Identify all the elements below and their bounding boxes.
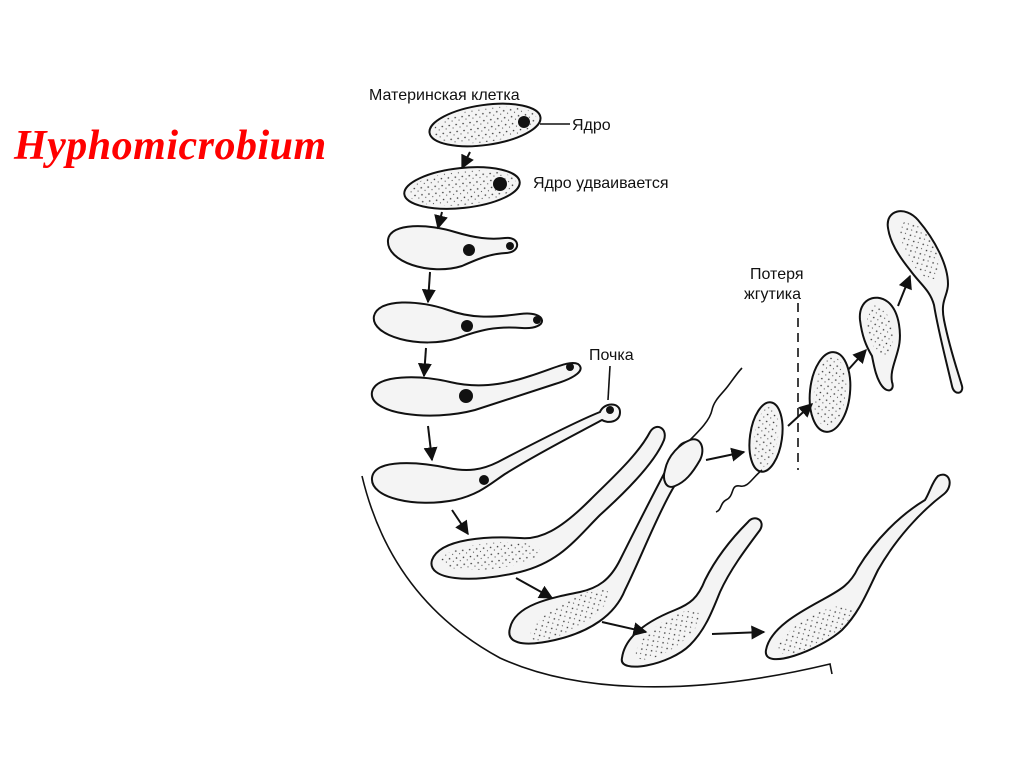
label-mother-cell: Материнская клетка: [369, 87, 520, 104]
arrow-11: [787, 403, 814, 427]
arrow-9: [711, 625, 766, 640]
label-nucleus-doubles: Ядро удваивается: [533, 175, 669, 192]
arrow-6: [451, 509, 469, 536]
cell-nucleus-doubling: [403, 166, 521, 210]
arrow-10: [705, 447, 746, 462]
label-flagellum-loss-2: жгутика: [744, 286, 801, 303]
cycle-arc: [361, 475, 833, 688]
cell-flagellum-lost: [808, 351, 852, 433]
arrow-1: [461, 151, 474, 170]
arrow-5: [423, 425, 438, 462]
cell-stage-7: [430, 425, 666, 580]
cell-mature-bud: [370, 403, 622, 504]
cell-stage-9: [620, 517, 763, 668]
cell-stage-10: [764, 473, 951, 661]
bud-leader-line: [607, 365, 611, 401]
arrow-7: [515, 577, 554, 599]
cell-hypha-start: [386, 225, 519, 271]
cell-bud-forming: [370, 362, 582, 417]
label-bud: Почка: [589, 347, 634, 364]
swarmer-cell-released: [663, 367, 743, 488]
arrow-3: [421, 271, 436, 304]
arrow-12: [847, 348, 867, 371]
mother-cell: [428, 102, 542, 148]
cell-new-hyphomicrobium: [886, 210, 964, 394]
label-flagellum-loss-1: Потеря: [750, 266, 803, 283]
arrow-2: [434, 211, 448, 230]
swarmer-cell-flagellated: [715, 401, 784, 513]
page-title: Hyphomicrobium: [14, 123, 327, 169]
cell-new-hypha-forming: [858, 296, 901, 392]
label-nucleus: Ядро: [572, 117, 611, 134]
arrow-8: [601, 621, 648, 637]
arrow-4: [417, 347, 432, 378]
cell-hypha-growing: [372, 301, 543, 344]
arrow-13: [897, 274, 912, 307]
